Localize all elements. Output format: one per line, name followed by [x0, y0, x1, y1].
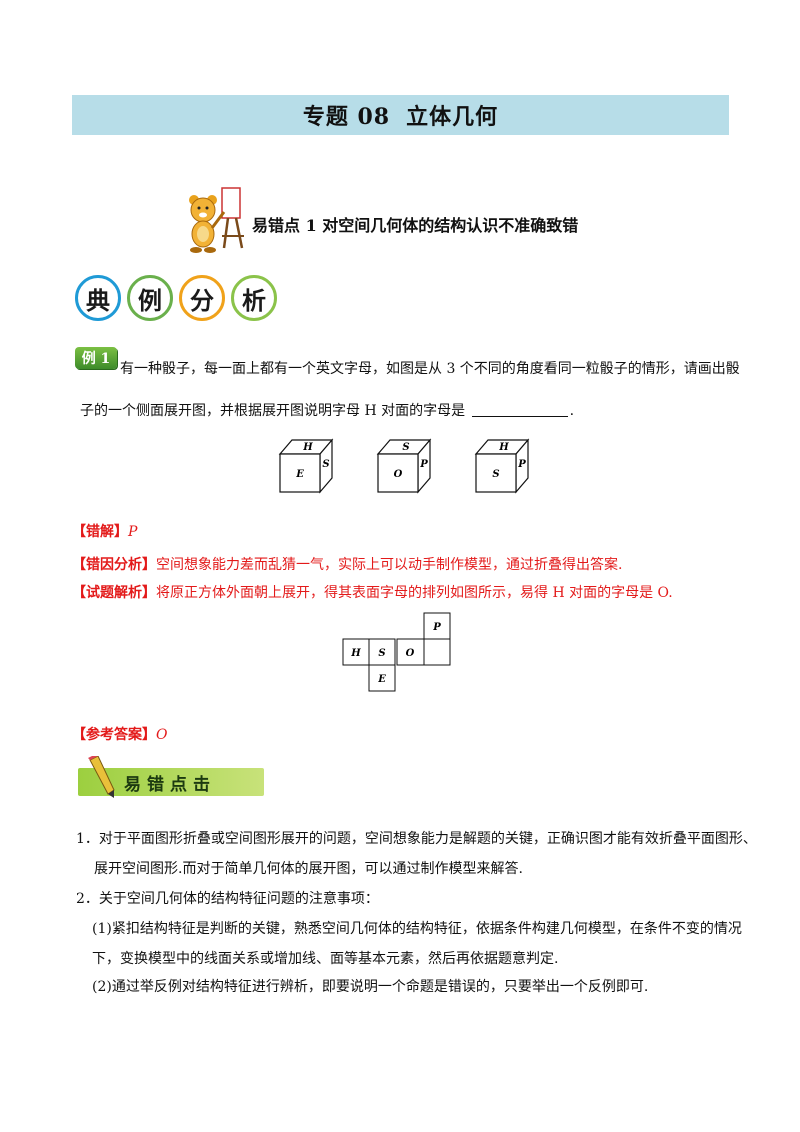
example-badge: 例 1 — [75, 347, 117, 369]
problem-analysis-text: 将原正方体外面朝上展开，得其表面字母的排列如图所示，易得 H 对面的字母是 O. — [156, 585, 673, 601]
example-line-2: 子的一个侧面展开图，并根据展开图说明字母 H 对面的字母是 . — [80, 400, 574, 420]
cube-side-letter: P — [419, 459, 428, 470]
analysis-char: 析 — [231, 275, 277, 321]
net-cell-letter: O — [406, 648, 415, 659]
cause-analysis-line: 【错因分析】空间想象能力差而乱猜一气，实际上可以动手制作模型，通过折叠得出答案. — [72, 554, 622, 574]
answer-blank — [471, 402, 568, 417]
tip-item-1-line-2: 展开空间图形.而对于简单几何体的展开图，可以通过制作模型来解答. — [94, 861, 523, 877]
reference-answer-label: 【参考答案】 — [72, 727, 156, 743]
cube-front-letter: O — [394, 469, 403, 480]
net-cell-letter: P — [432, 622, 441, 633]
tips-banner-title: 易错点击 — [124, 775, 216, 795]
cube-side-letter: P — [517, 459, 526, 470]
cube-view-2: S O P — [376, 438, 432, 494]
example-analysis-logo: 典 例 分 析 — [75, 275, 277, 321]
section-heading: 易错点 1 对空间几何体的结构认识不准确致错 — [252, 216, 579, 235]
net-cell-letter: S — [378, 648, 385, 659]
net-cell-letter: H — [350, 648, 361, 659]
analysis-char: 例 — [127, 275, 173, 321]
tip-sub-2: (2)通过举反例对结构特征进行辨析，即要说明一个命题是错误的，只要举出一个反例即… — [92, 979, 649, 995]
tip-sub-1-line-2: 下，变换模型中的线面关系或增加线、面等基本元素，然后再依据题意判定. — [92, 951, 559, 967]
wrong-solution-line: 【错解】P — [72, 521, 137, 541]
cube-top-letter: S — [402, 442, 409, 453]
problem-analysis-label: 【试题解析】 — [72, 585, 156, 601]
topic-subject: 立体几何 — [406, 104, 499, 130]
example-line-2-text: 子的一个侧面展开图，并根据展开图说明字母 H 对面的字母是 — [80, 403, 466, 419]
bear-mascot-icon — [189, 187, 244, 253]
example-line-2-end: . — [569, 403, 575, 419]
tip-sub-1-line-1: (1)紧扣结构特征是判断的关键，熟悉空间几何体的结构特征，依据条件构建几何模型，… — [92, 921, 742, 937]
cause-analysis-text: 空间想象能力差而乱猜一气，实际上可以动手制作模型，通过折叠得出答案. — [156, 557, 623, 573]
page-title-bar: 专题 08 立体几何 — [72, 95, 729, 135]
cube-net-diagram: P H S O E — [342, 612, 451, 692]
cube-top-letter: H — [302, 442, 313, 453]
example-line-1: 有一种骰子，每一面上都有一个英文字母，如图是从 3 个不同的角度看同一粒骰子的情… — [120, 361, 740, 377]
cube-front-letter: S — [492, 469, 499, 480]
wrong-solution-label: 【错解】 — [72, 524, 128, 540]
wrong-solution-value: P — [128, 524, 138, 540]
reference-answer-value: O — [156, 727, 168, 743]
net-cell-letter: E — [377, 674, 386, 685]
problem-analysis-line: 【试题解析】将原正方体外面朝上展开，得其表面字母的排列如图所示，易得 H 对面的… — [72, 582, 673, 602]
topic-number: 专题 08 — [302, 104, 391, 130]
cube-view-1: H E S — [278, 438, 334, 494]
cause-analysis-label: 【错因分析】 — [72, 557, 156, 573]
tip-item-2: 2．关于空间几何体的结构特征问题的注意事项： — [76, 891, 379, 907]
pencil-icon — [88, 756, 115, 798]
cube-side-letter: S — [322, 459, 329, 470]
cube-front-letter: E — [295, 469, 304, 480]
dice-views: H E S S O P H S P — [278, 438, 530, 494]
reference-answer-line: 【参考答案】O — [72, 724, 167, 744]
tip-item-1-line-1: 1．对于平面图形折叠或空间图形展开的问题，空间想象能力是解题的关键，正确识图才能… — [76, 831, 757, 847]
cube-view-3: H S P — [474, 438, 530, 494]
analysis-char: 分 — [179, 275, 225, 321]
analysis-char: 典 — [75, 275, 121, 321]
cube-top-letter: H — [498, 442, 509, 453]
